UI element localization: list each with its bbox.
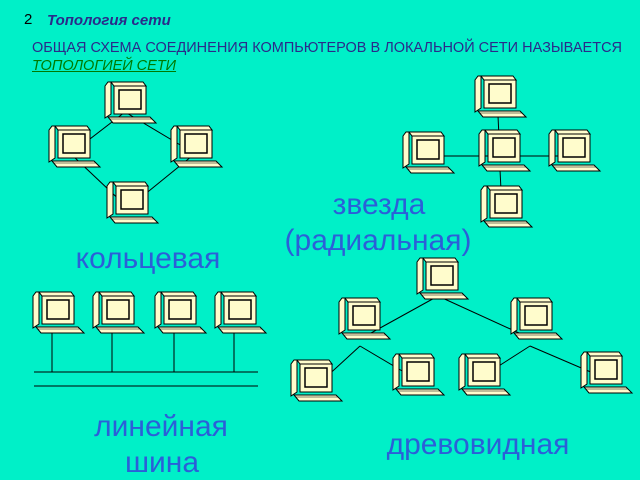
bus-label-line1: линейная: [94, 410, 228, 443]
bus-computer-icon: [154, 291, 207, 334]
topology-term: ТОПОЛОГИЕЙ СЕТИ: [32, 58, 177, 74]
star-computer-icon: [478, 129, 531, 172]
star-label-line2: (радиальная): [284, 224, 472, 257]
ring-computer-icon: [104, 81, 157, 124]
tree-computer-icon: [290, 359, 343, 402]
star-computer-icon: [474, 75, 527, 118]
bus-computer-icon: [214, 291, 267, 334]
slide-number: 2: [24, 11, 33, 28]
star-computer-icon: [402, 131, 455, 174]
tree-computer-icon: [458, 353, 511, 396]
ring-computer-icon: [48, 125, 101, 168]
tree-computer-icon: [580, 351, 633, 394]
ring-computer-icon: [106, 181, 159, 224]
tree-computer-icon: [338, 297, 391, 340]
intro-text: ОБЩАЯ СХЕМА СОЕДИНЕНИЯ КОМПЬЮТЕРОВ В ЛОК…: [32, 39, 622, 75]
tree-computer-icon: [510, 297, 563, 340]
star-computer-icon: [480, 185, 533, 228]
bus-links: [34, 330, 258, 387]
star-computer-icon: [548, 129, 601, 172]
star-label-line1: звезда: [332, 188, 426, 221]
tree-computer-icon: [392, 353, 445, 396]
bus-computer-icon: [92, 291, 145, 334]
intro-sentence: ОБЩАЯ СХЕМА СОЕДИНЕНИЯ КОМПЬЮТЕРОВ В ЛОК…: [32, 40, 623, 56]
ring-label: кольцевая: [75, 242, 221, 275]
bus-label-line2: шина: [124, 446, 200, 479]
bus-computer-icon: [32, 291, 85, 334]
tree-computer-icon: [416, 257, 469, 300]
ring-computer-icon: [170, 125, 223, 168]
tree-label: древовидная: [386, 428, 570, 461]
slide-title: Топология сети: [47, 12, 171, 29]
